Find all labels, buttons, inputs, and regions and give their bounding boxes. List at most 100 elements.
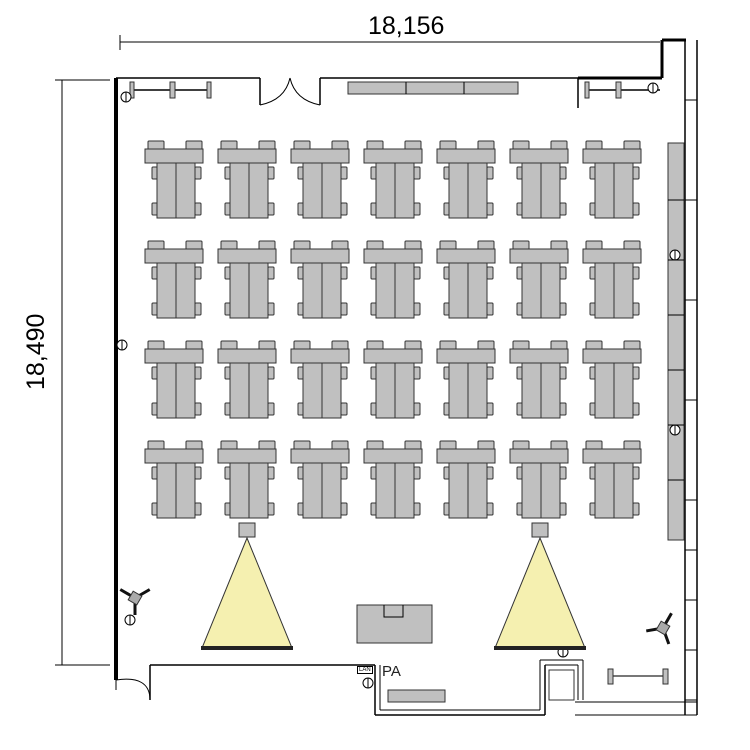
table-group bbox=[509, 240, 569, 319]
table-group bbox=[509, 140, 569, 219]
table-group bbox=[290, 240, 350, 319]
table-group bbox=[290, 340, 350, 419]
chair bbox=[194, 366, 202, 380]
chair bbox=[486, 502, 494, 516]
chair bbox=[267, 366, 275, 380]
table-crossbar bbox=[363, 348, 423, 364]
chair bbox=[632, 266, 640, 280]
table-crossbar bbox=[509, 248, 569, 264]
chair bbox=[340, 266, 348, 280]
chair bbox=[340, 302, 348, 316]
table-crossbar bbox=[436, 248, 496, 264]
table-crossbar bbox=[363, 148, 423, 164]
cabinet bbox=[548, 669, 575, 701]
table-crossbar bbox=[144, 248, 204, 264]
chair bbox=[486, 266, 494, 280]
height-dimension-label: 18,490 bbox=[22, 313, 50, 390]
chair bbox=[194, 266, 202, 280]
chair bbox=[559, 502, 567, 516]
chair bbox=[559, 402, 567, 416]
table-crossbar bbox=[217, 148, 277, 164]
table-group bbox=[290, 140, 350, 219]
chair bbox=[194, 202, 202, 216]
table-group bbox=[217, 240, 277, 319]
table-crossbar bbox=[363, 248, 423, 264]
table-crossbar bbox=[436, 448, 496, 464]
width-dimension-label: 18,156 bbox=[368, 12, 445, 40]
table-crossbar bbox=[144, 348, 204, 364]
table-group bbox=[436, 140, 496, 219]
chair bbox=[267, 202, 275, 216]
chair bbox=[340, 202, 348, 216]
table-group bbox=[363, 240, 423, 319]
door-swing-icon bbox=[259, 77, 321, 106]
chair bbox=[194, 402, 202, 416]
chair bbox=[413, 202, 421, 216]
chair bbox=[632, 302, 640, 316]
chair bbox=[194, 466, 202, 480]
table-crossbar bbox=[582, 448, 642, 464]
chair bbox=[559, 166, 567, 180]
chair bbox=[194, 502, 202, 516]
table-group bbox=[509, 440, 569, 519]
side-counter bbox=[667, 142, 685, 541]
chair bbox=[486, 466, 494, 480]
table-group bbox=[217, 140, 277, 219]
table-crossbar bbox=[144, 448, 204, 464]
chair bbox=[486, 202, 494, 216]
chair bbox=[632, 402, 640, 416]
table-crossbar bbox=[509, 148, 569, 164]
chair bbox=[486, 366, 494, 380]
table-crossbar bbox=[509, 348, 569, 364]
chair bbox=[632, 166, 640, 180]
wall-cabinet bbox=[347, 81, 519, 95]
chair bbox=[413, 302, 421, 316]
lectern-desk bbox=[356, 604, 433, 644]
table-crossbar bbox=[509, 448, 569, 464]
table-crossbar bbox=[582, 148, 642, 164]
chair bbox=[194, 302, 202, 316]
chair bbox=[267, 402, 275, 416]
table-crossbar bbox=[582, 248, 642, 264]
chair bbox=[267, 266, 275, 280]
table-group bbox=[144, 440, 204, 519]
chair bbox=[340, 402, 348, 416]
table-group bbox=[144, 340, 204, 419]
projector bbox=[531, 522, 549, 538]
speaker-icon bbox=[127, 590, 143, 606]
chair bbox=[413, 466, 421, 480]
chair bbox=[267, 466, 275, 480]
rail-post bbox=[129, 81, 135, 99]
chair bbox=[559, 202, 567, 216]
chair bbox=[340, 466, 348, 480]
table-group bbox=[436, 240, 496, 319]
table-group bbox=[509, 340, 569, 419]
table-group bbox=[144, 240, 204, 319]
table-crossbar bbox=[363, 448, 423, 464]
table-group bbox=[217, 440, 277, 519]
rail-post bbox=[584, 81, 590, 99]
rail-post bbox=[206, 81, 212, 99]
chair bbox=[632, 502, 640, 516]
projection-screen bbox=[494, 646, 586, 650]
table-group bbox=[363, 140, 423, 219]
door-swing-icon bbox=[115, 678, 151, 701]
chair bbox=[340, 502, 348, 516]
chair bbox=[559, 302, 567, 316]
chair bbox=[413, 266, 421, 280]
chair bbox=[413, 402, 421, 416]
table-group bbox=[582, 440, 642, 519]
table-crossbar bbox=[217, 448, 277, 464]
table-group bbox=[363, 440, 423, 519]
table-group bbox=[436, 340, 496, 419]
table-crossbar bbox=[290, 448, 350, 464]
chair bbox=[413, 166, 421, 180]
table-group bbox=[290, 440, 350, 519]
chair bbox=[559, 466, 567, 480]
chair bbox=[632, 466, 640, 480]
table-crossbar bbox=[436, 348, 496, 364]
bar-end bbox=[607, 668, 614, 685]
table-crossbar bbox=[290, 148, 350, 164]
chair bbox=[632, 202, 640, 216]
